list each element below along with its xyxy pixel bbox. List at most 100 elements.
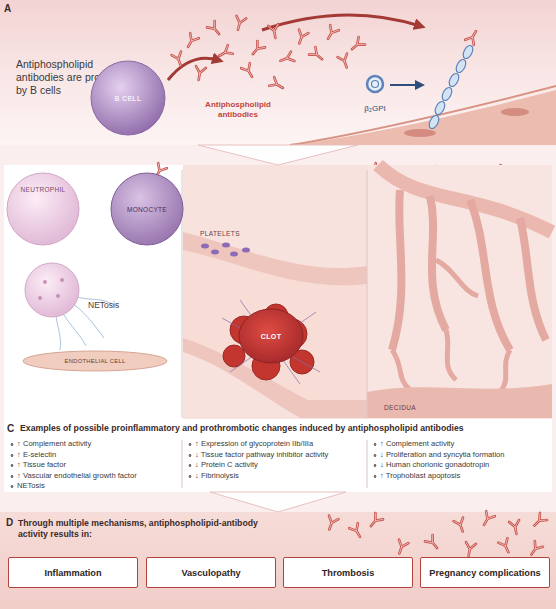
antibody-symbol	[217, 45, 233, 60]
bullet-item: ↑ Complement activity	[373, 439, 549, 450]
beta2gpi-symbol	[367, 76, 420, 92]
antibody-symbol	[268, 24, 280, 39]
bullet-item: ↓ Protein C activity	[188, 460, 364, 471]
antibody-symbol	[279, 52, 295, 66]
bullet-item: NETosis	[10, 481, 180, 492]
mechanism-column: ↑ Complement activity↑ E-selectin↑ Tissu…	[4, 165, 182, 492]
process-label: NETosis	[88, 300, 119, 310]
bound-beta2gpi	[447, 72, 460, 88]
vessel-illustration	[277, 319, 307, 349]
vessel-illustration	[242, 248, 250, 253]
bullet-list: ↑ Expression of glycoprotein IIb/IIIa↓ T…	[188, 439, 364, 481]
antibody-symbol	[349, 523, 364, 539]
bullet-item: ↑ Complement activity	[10, 439, 180, 450]
vessel-illustration	[290, 350, 314, 374]
cell-label: MONOCYTE	[110, 206, 184, 213]
endothelial-cell-shape	[23, 351, 167, 371]
bound-beta2gpi	[427, 114, 440, 130]
netosis-neutrophil	[56, 296, 116, 350]
vessel-illustration	[183, 232, 367, 418]
antibody-symbol	[523, 172, 536, 187]
antibody-symbol	[295, 30, 309, 46]
antibody-symbol	[531, 513, 547, 529]
antibody-symbol	[325, 516, 339, 532]
bullet-item: ↑ Vascular endothelial growth factor	[10, 471, 180, 482]
antibody-symbol	[460, 173, 475, 189]
outcome-label: Inflammation	[9, 568, 137, 578]
netosis-neutrophil	[56, 294, 60, 298]
bullet-item: ↓ Tissue factor pathway inhibitor activi…	[188, 450, 364, 461]
production-arrow	[168, 15, 420, 80]
chevron-arrow	[198, 145, 358, 165]
antibody-symbol	[233, 16, 246, 31]
vessel-illustration	[222, 300, 320, 384]
netosis-neutrophil	[38, 296, 42, 300]
production-arrow	[168, 58, 218, 80]
antibody-symbol	[465, 29, 480, 45]
antibody-symbol	[464, 542, 476, 557]
clot-shape: CLOT	[238, 308, 304, 364]
panel-heading: Examples of possible proinflammatory and…	[20, 423, 548, 434]
placenta-illustration	[367, 165, 552, 419]
placenta-illustration	[367, 384, 552, 418]
antibody-symbol	[425, 535, 441, 551]
vessel-illustration	[264, 304, 288, 328]
antibody-symbol	[527, 541, 543, 557]
placenta-illustration	[392, 260, 510, 392]
antibody-symbol	[152, 163, 167, 179]
vessel-illustration	[183, 250, 367, 400]
netosis-neutrophil	[25, 263, 116, 350]
outcome-label: Vasculopathy	[147, 568, 275, 578]
mechanism-column: ↑ Expression of glycoprotein IIb/IIIa↓ T…	[182, 165, 367, 492]
column-divider	[182, 170, 183, 418]
bullet-item: ↑ E-selectin	[10, 450, 180, 461]
outcome-label: Pregnancy complications	[421, 568, 549, 578]
bullet-item: ↓ Proliferation and syncytia formation	[373, 450, 549, 461]
column-divider	[367, 440, 368, 488]
outcome-box: Thrombosis	[283, 557, 413, 588]
antibody-symbol	[241, 63, 256, 79]
vessel-illustration	[211, 250, 219, 255]
beta2gpi-symbol	[372, 81, 379, 88]
antibody-symbol	[391, 171, 407, 187]
antibody-symbol	[349, 37, 365, 53]
antibody-symbol	[184, 33, 199, 49]
vessel-illustration	[223, 345, 245, 367]
antibody-symbol	[509, 520, 521, 535]
bullet-list: ↑ Complement activity↓ Proliferation and…	[373, 439, 549, 481]
column-divider	[182, 440, 183, 488]
antibody-symbol	[367, 163, 382, 179]
outcome-box: Pregnancy complications	[420, 557, 550, 588]
antibody-symbol	[269, 77, 285, 92]
endothelium-lining	[290, 86, 556, 145]
chevron-arrow	[210, 492, 346, 512]
vessel-illustration	[230, 316, 258, 344]
netosis-neutrophil	[25, 263, 79, 317]
vessel-illustration	[201, 244, 209, 249]
antibody-symbol	[324, 25, 339, 41]
antibody-symbol	[367, 513, 383, 529]
placenta-illustration	[392, 190, 546, 350]
cell-label: ENDOTHELIAL CELL	[22, 358, 168, 364]
bullet-list: ↑ Complement activity↑ E-selectin↑ Tissu…	[10, 439, 180, 492]
placenta-illustration	[378, 165, 552, 232]
antibody-symbol	[493, 165, 509, 181]
beta2gpi-symbol	[390, 84, 420, 86]
antibody-symbol	[207, 21, 223, 37]
antibody-symbol	[395, 540, 409, 556]
endothelium-lining	[290, 86, 556, 145]
antibody-symbol	[194, 66, 206, 81]
b-cell-shape	[91, 61, 165, 135]
netosis-neutrophil	[43, 280, 47, 284]
vessel-illustration	[230, 252, 238, 257]
antibody-symbol	[249, 41, 265, 57]
outcome-box: Inflammation	[8, 557, 138, 588]
neutrophil-cell-outline	[6, 172, 80, 246]
bullet-item: ↓ Human chorionic gonadotropin	[373, 460, 549, 471]
clot-shape-shape	[239, 309, 303, 363]
antibody-symbol	[498, 538, 513, 554]
antibody-symbol	[480, 511, 495, 527]
